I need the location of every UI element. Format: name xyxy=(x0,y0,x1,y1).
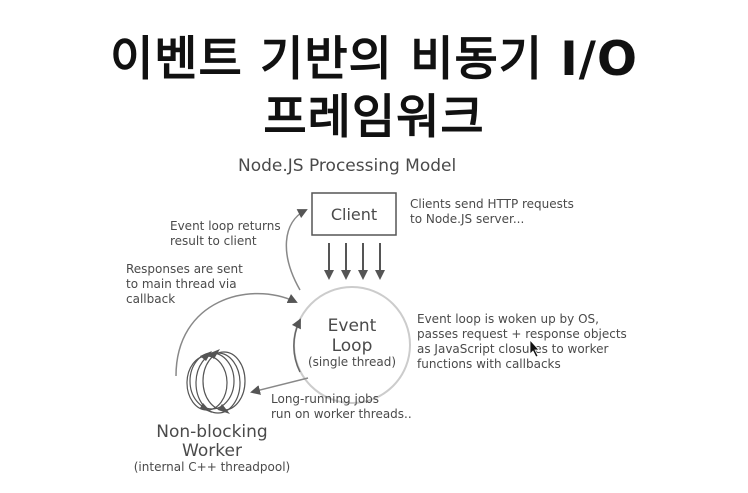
annotation-clients-send-line-2: to Node.JS server... xyxy=(410,212,524,226)
slide-title-line-1: 이벤트 기반의 비동기 I/O xyxy=(110,32,638,87)
event-loop-label-line-2: Loop xyxy=(332,336,373,356)
annotation-long-running-line-2: run on worker threads.. xyxy=(271,407,412,421)
event-loop-label-line-1: Event xyxy=(328,316,377,336)
annotation-event-loop-woken-line-3: as JavaScript closures to worker xyxy=(417,342,608,356)
annotation-responses-line-1: Responses are sent xyxy=(126,262,243,276)
annotation-event-loop-returns-line-2: result to client xyxy=(170,234,257,248)
annotation-event-loop-woken-line-4: functions with callbacks xyxy=(417,357,561,371)
worker-label-line-2: Worker xyxy=(182,441,242,461)
annotation-responses-line-2: to main thread via xyxy=(126,277,237,291)
annotation-responses-line-3: callback xyxy=(126,292,175,306)
long-running-arrow xyxy=(250,377,309,395)
request-arrows xyxy=(324,243,385,280)
event-loop-label-line-3: (single thread) xyxy=(308,355,396,369)
return-to-client-arrow xyxy=(285,209,308,291)
mouse-cursor-icon xyxy=(529,338,540,358)
client-label: Client xyxy=(331,205,377,224)
slide-title-line-2: 프레임워크 xyxy=(263,90,485,145)
responses-arrow xyxy=(175,292,298,377)
annotation-clients-send-line-1: Clients send HTTP requests xyxy=(410,197,574,211)
annotation-long-running-line-1: Long-running jobs xyxy=(271,392,379,406)
diagram-heading: Node.JS Processing Model xyxy=(238,156,456,176)
worker-threads-icon xyxy=(186,349,246,414)
annotation-event-loop-woken-line-1: Event loop is woken up by OS, xyxy=(417,312,599,326)
annotation-event-loop-woken-line-2: passes request + response objects xyxy=(417,327,627,341)
worker-label-line-3: (internal C++ threadpool) xyxy=(134,460,291,474)
annotation-event-loop-returns-line-1: Event loop returns xyxy=(170,219,281,233)
worker-label-line-1: Non-blocking xyxy=(156,422,267,442)
client-box xyxy=(311,192,397,236)
event-loop-cycle-arrow xyxy=(291,318,301,373)
